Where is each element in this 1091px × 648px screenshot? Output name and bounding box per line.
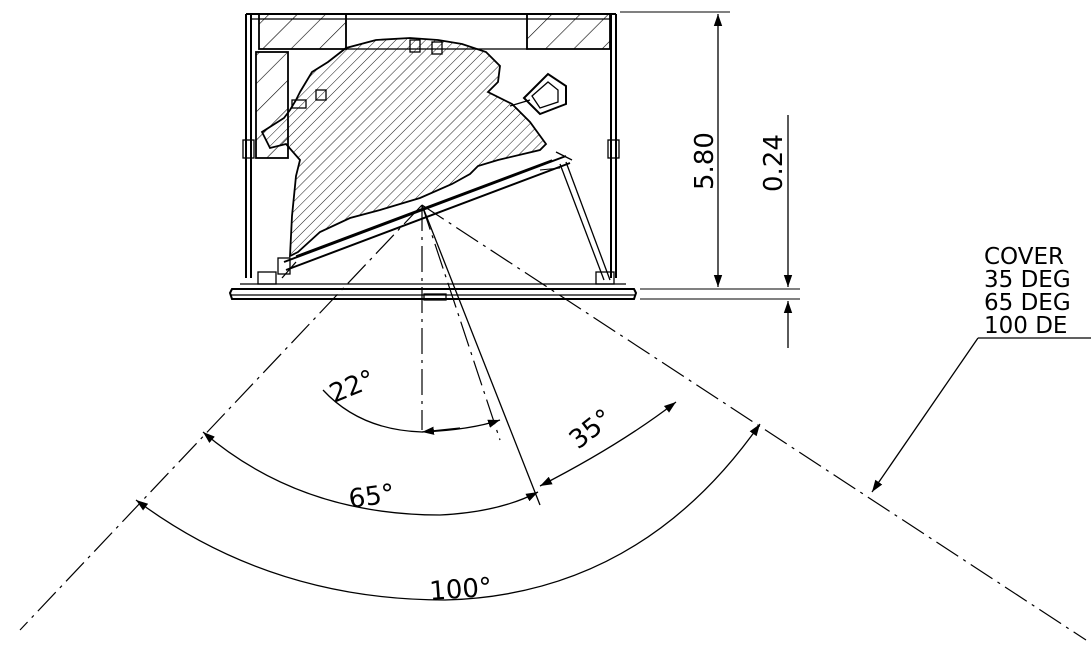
tilted-bezel — [277, 151, 573, 279]
note-line-4: 100 DE — [984, 313, 1067, 339]
angle-label-65: 65° — [347, 479, 397, 515]
note-line-1: COVER — [984, 244, 1064, 270]
angle-label-22: 22° — [325, 364, 379, 409]
lamp-assembly — [260, 37, 611, 281]
angle-arcs — [135, 389, 761, 601]
dimension-label-5-80: 5.80 — [690, 132, 720, 190]
beam-center-lines — [19, 204, 1087, 641]
top-ring-right-section — [526, 13, 611, 50]
bracket — [509, 72, 567, 116]
note-leader — [871, 337, 979, 493]
note-line-3: 65 DEG — [984, 290, 1071, 316]
angle-label-100: 100° — [428, 573, 493, 607]
arc-100 — [135, 423, 761, 601]
note-line-2: 35 DEG — [984, 267, 1071, 293]
lamp-body-section — [260, 37, 548, 258]
trim-ring — [228, 271, 638, 301]
coverage-note: COVER 35 DEG 65 DEG 100 DE — [871, 244, 1091, 493]
angle-label-35: 35° — [564, 403, 619, 455]
dimension-label-0-24: 0.24 — [759, 134, 789, 192]
dimension-5-80: 5.80 — [620, 11, 800, 300]
top-ring-left-section — [258, 13, 347, 50]
dimension-0-24: 0.24 — [759, 115, 793, 348]
